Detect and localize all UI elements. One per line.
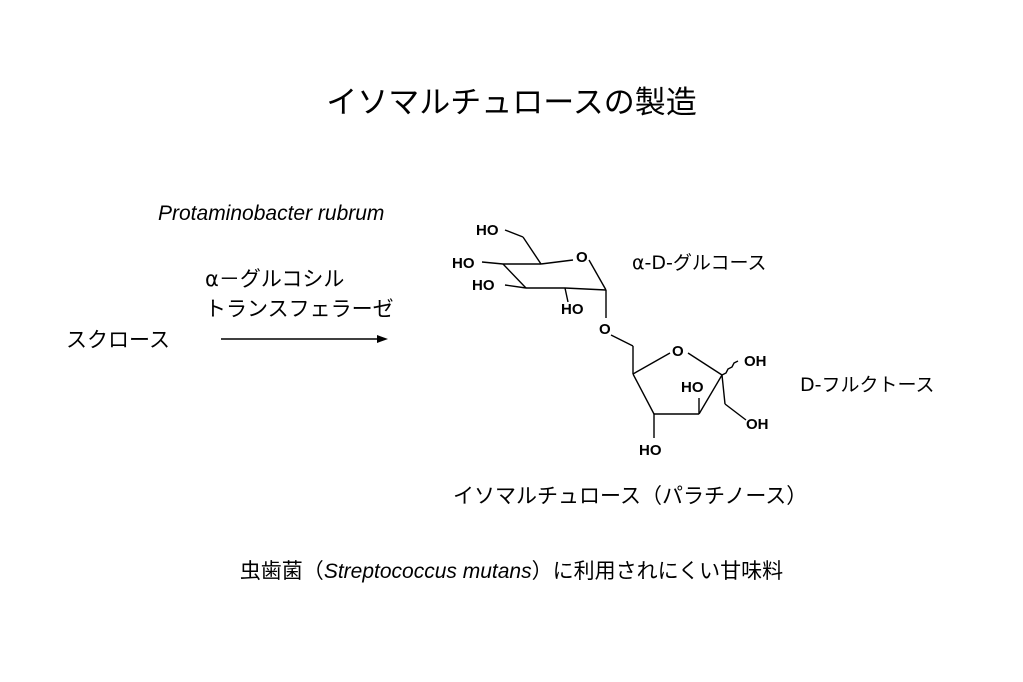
footer-species: Streptococcus mutans [323, 560, 532, 583]
footer-suffix: ）に利用されにくい甘味料 [531, 559, 784, 583]
glucose-ring [481, 229, 607, 318]
atom-f-oh2: OH [744, 353, 767, 370]
product-label: イソマルチュロース（パラチノース） [453, 484, 808, 508]
atom-g-ho6: HO [476, 222, 499, 239]
atom-f-ho3: HO [681, 379, 704, 396]
atom-link-o: O [599, 321, 611, 338]
footer-note: 虫歯菌（Streptococcus mutans）に利用されにくい甘味料 [0, 559, 1023, 583]
atom-g-ho4: HO [452, 255, 475, 272]
substrate-label: スクロース [66, 328, 170, 352]
enzyme-name: α－グルコシル トランスフェラーゼ [205, 264, 394, 324]
slide-title: イソマルチュロースの製造 [326, 85, 697, 121]
atom-g-ho3: HO [472, 277, 495, 294]
enzyme-line-2: トランスフェラーゼ [205, 297, 394, 321]
atom-f-ho4: HO [639, 442, 662, 459]
atom-f-o-ring: O [672, 343, 684, 360]
footer-prefix: 虫歯菌（ [239, 559, 324, 583]
atom-g-ho2: HO [561, 301, 584, 318]
reaction-arrow [221, 335, 388, 343]
organism-name: Protaminobacter rubrum [158, 202, 385, 225]
glucose-label: α-D-グルコース [632, 252, 767, 274]
fructose-label: D-フルクトース [800, 374, 935, 396]
glycosidic-bond [610, 334, 634, 374]
fructose-ring [632, 352, 747, 438]
enzyme-line-1: α－グルコシル [205, 267, 345, 291]
atom-g-o-ring: O [576, 249, 588, 266]
atom-f-oh1: OH [746, 416, 769, 433]
